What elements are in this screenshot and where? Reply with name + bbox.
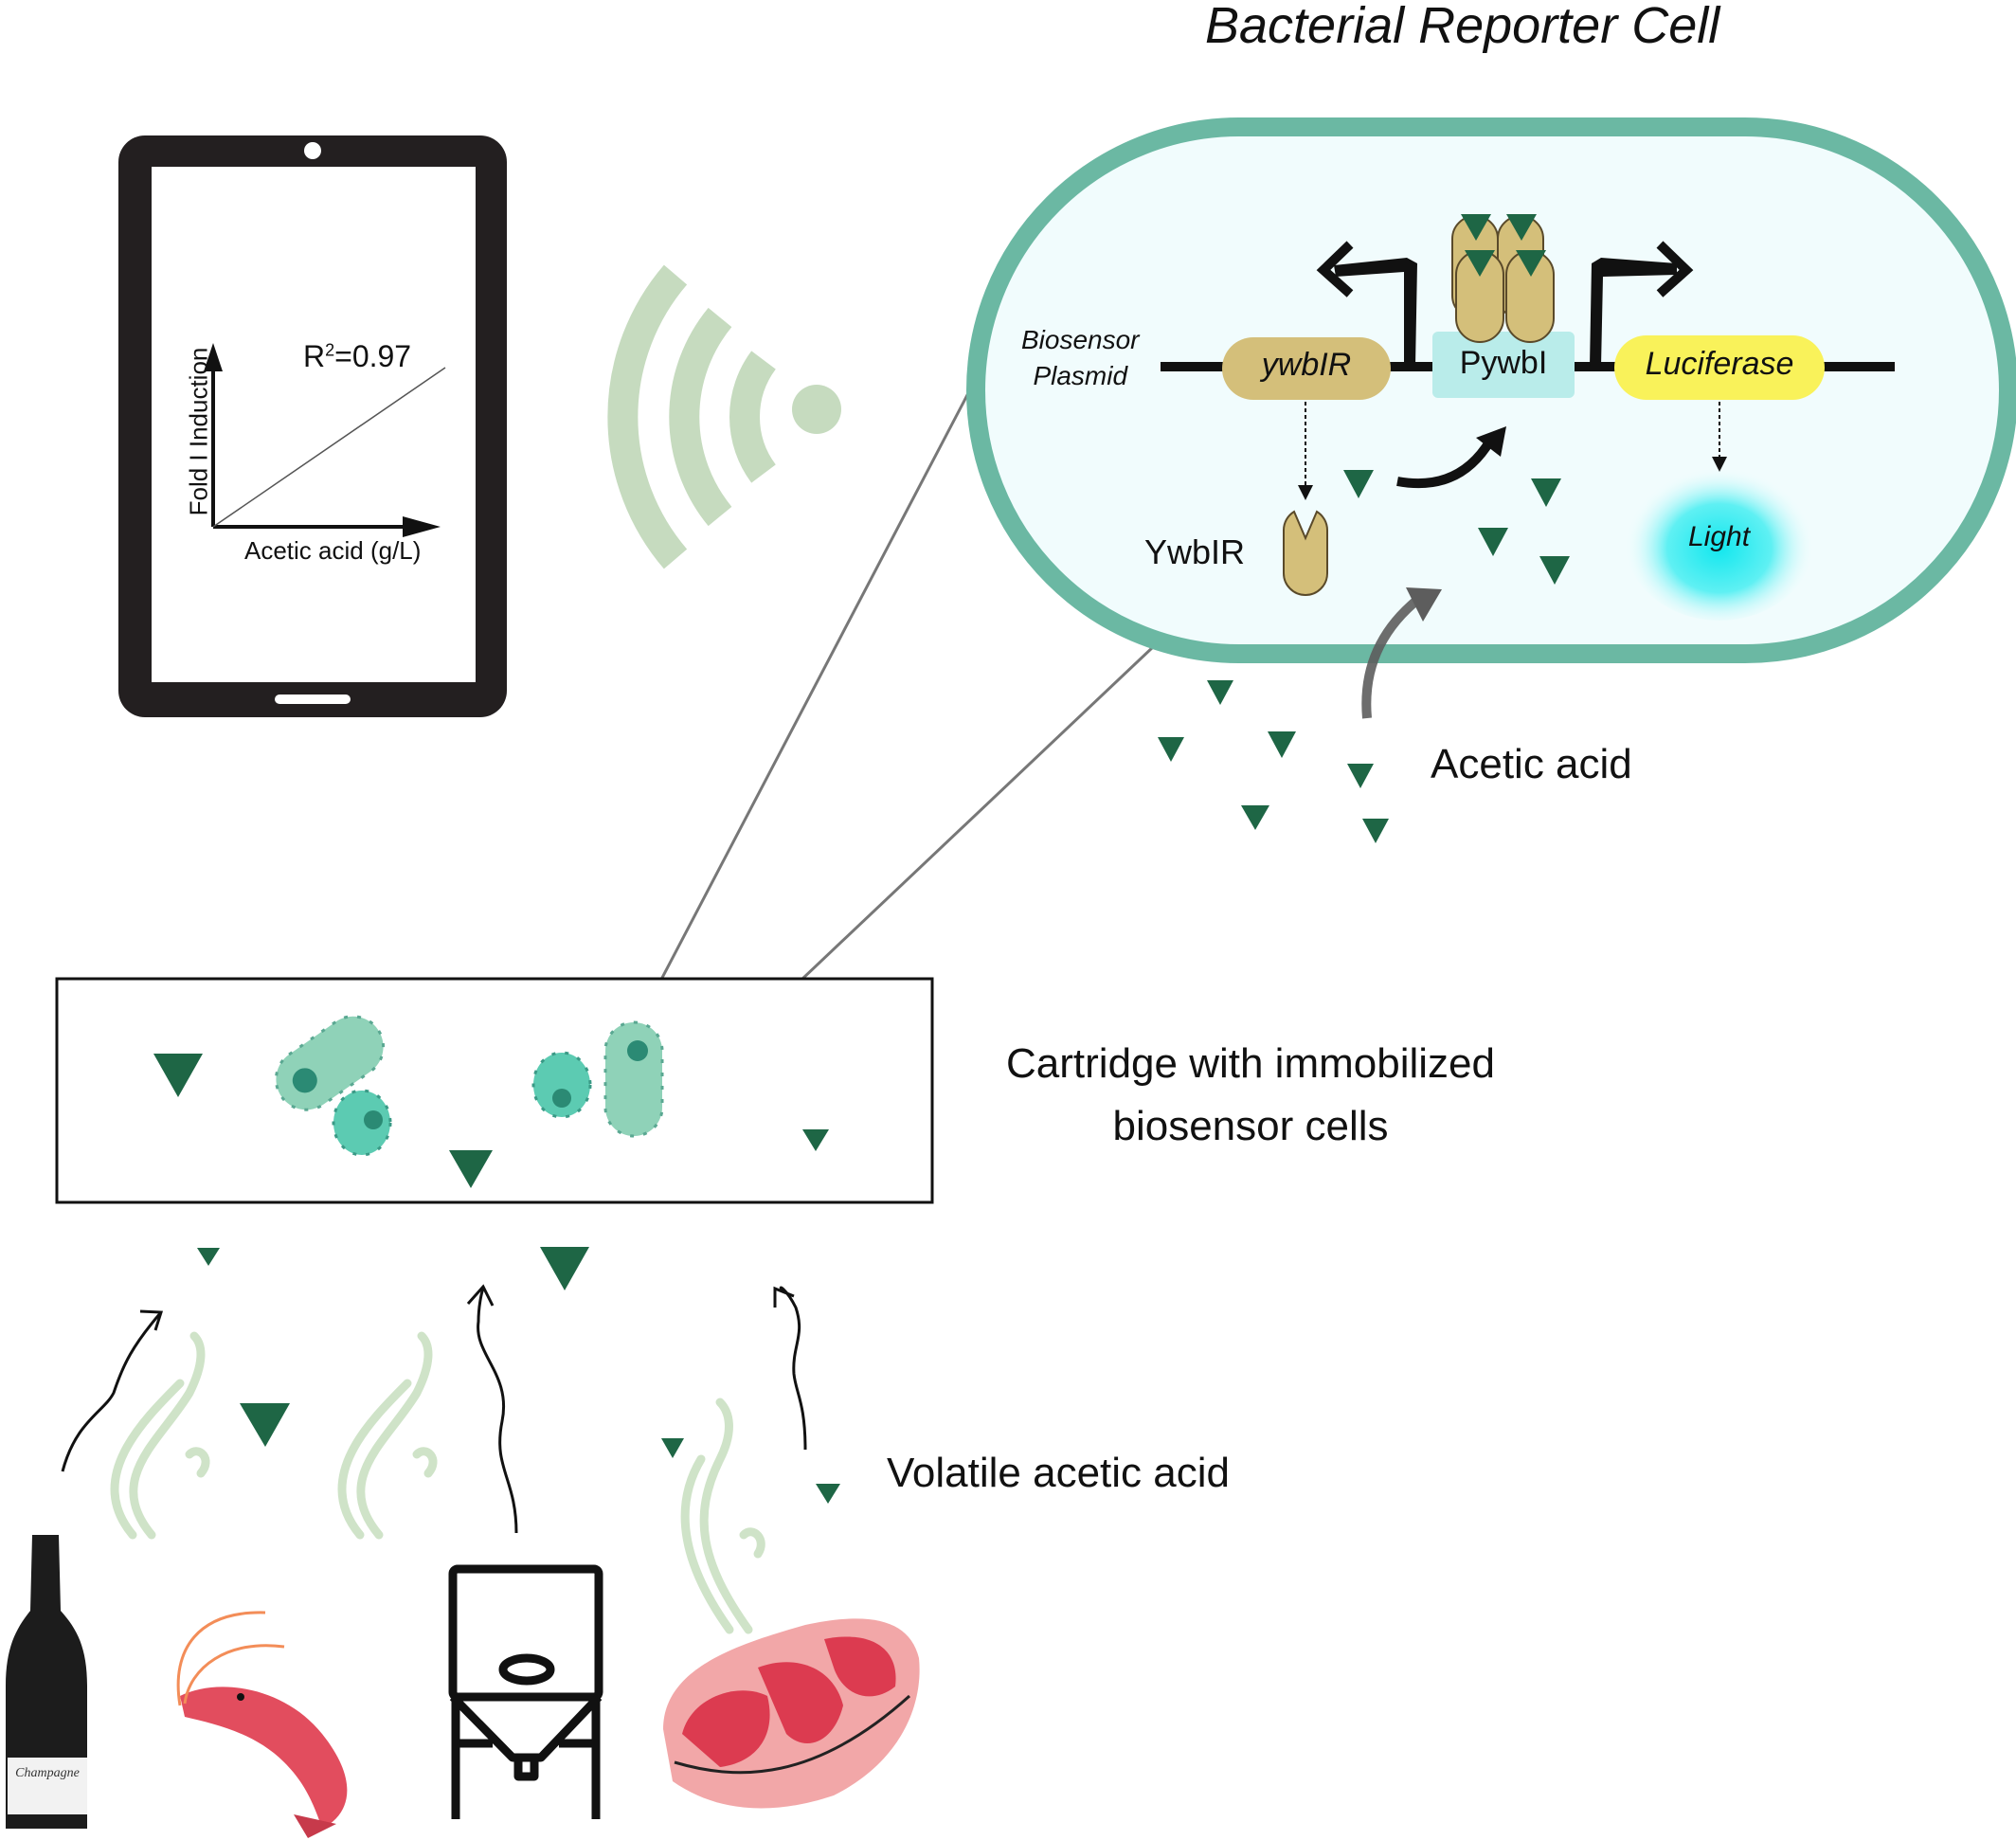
y-axis-label: Fold I Induction [184, 347, 213, 516]
gene-ywbir-label: ywbIR [1261, 347, 1352, 383]
light-glow [1625, 460, 1814, 621]
home-button [275, 695, 351, 704]
meat-steak-icon [663, 1618, 920, 1809]
x-axis-label: Acetic acid (g/L) [244, 536, 422, 565]
volatile-acid [197, 1247, 840, 1504]
camera-icon [304, 142, 321, 159]
promoter-arrow-left [1316, 241, 1417, 367]
light-label: Light [1688, 521, 1751, 552]
regression-line [212, 367, 446, 528]
zoom-line-top [640, 392, 970, 1017]
gene-ywbir [1222, 337, 1391, 400]
y-axis-arrow [204, 343, 223, 371]
immobilized-bacteria [274, 1015, 664, 1157]
svg-text:Champagne: Champagne [15, 1766, 80, 1780]
promoter-pywbi [1432, 332, 1575, 398]
figure-title: Bacterial Reporter Cell [1205, 0, 1720, 54]
shrimp-icon [176, 1611, 348, 1838]
bacterium-coccus-2 [531, 1051, 592, 1119]
signal-dot-icon [792, 385, 841, 434]
bound-acid-triangles [1461, 214, 1546, 277]
plasmid-label: Biosensor Plasmid [1021, 322, 1140, 394]
intracellular-acid [1343, 470, 1570, 585]
uptake-arrow [1361, 593, 1425, 719]
cartridge-acid [153, 1054, 829, 1188]
acetic-acid-label: Acetic acid [1431, 741, 1632, 787]
plasmid-label-line2: Plasmid [1033, 361, 1128, 390]
calibration-chart [204, 343, 446, 537]
bacterium-rod-2 [603, 1020, 664, 1138]
gene-luciferase [1614, 335, 1825, 400]
promoter-pywbi-label: PywbI [1459, 345, 1548, 381]
binding-arrow [1396, 438, 1495, 489]
repressor-complex [1451, 215, 1555, 343]
extracellular-acid [1158, 680, 1389, 843]
diffusion-arrows [61, 1284, 807, 1534]
cartridge [55, 977, 934, 1204]
tablet-device [118, 135, 507, 717]
volatile-acid-label: Volatile acetic acid [887, 1450, 1230, 1496]
ywbir-protein [1282, 510, 1329, 596]
vapor-wisps [110, 1331, 765, 1634]
r-squared-label: R2=0.97 [303, 339, 412, 373]
gene-luciferase-label: Luciferase [1645, 346, 1794, 382]
fermentation-tank-icon [448, 1564, 603, 1819]
wireless-signal-icon [607, 264, 777, 569]
plasmid-label-line1: Biosensor [1021, 325, 1140, 354]
ywbir-protein-label: YwbIR [1144, 532, 1246, 571]
cartridge-label: Cartridge with immobilized biosensor cel… [1006, 1040, 1495, 1149]
bacterium-coccus-1 [332, 1089, 392, 1157]
promoter-arrow-right [1590, 241, 1694, 367]
bacterium-rod-1 [274, 1015, 386, 1111]
x-axis-arrow [403, 516, 441, 537]
champagne-bottle-icon: Champagne [6, 1535, 87, 1829]
